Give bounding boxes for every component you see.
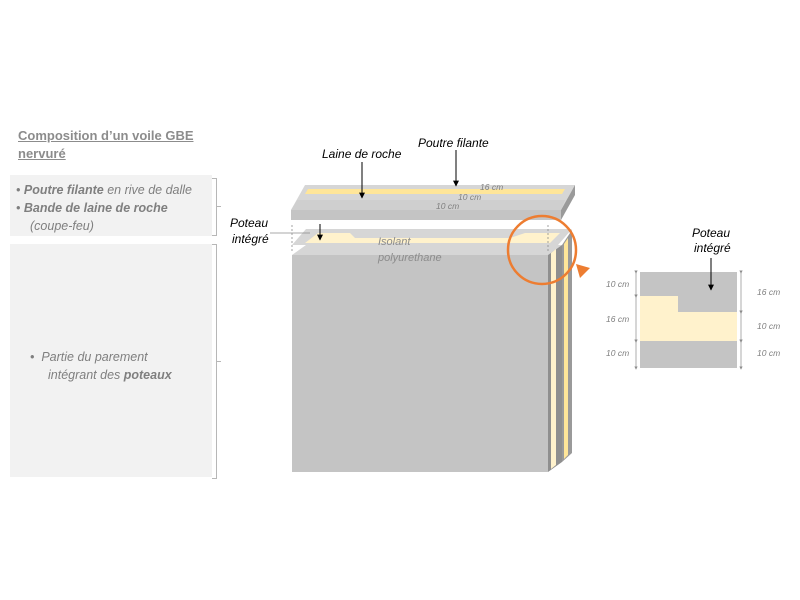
- beam-layer: [291, 185, 575, 220]
- detail-label-1: Poteau: [692, 226, 731, 240]
- dim-left-16: 16 cm: [606, 314, 630, 324]
- slab-layer: [292, 229, 572, 245]
- wall-block: [292, 230, 572, 472]
- brace-bottom-tip: [216, 361, 221, 362]
- dim-right-10-bottom: 10 cm: [757, 348, 781, 358]
- orange-arrow-icon: [576, 264, 590, 278]
- label-isolant-2: polyurethane: [378, 252, 442, 264]
- list-item-text: Partie du parement: [41, 350, 148, 364]
- dim-top-16: 16 cm: [480, 182, 504, 192]
- list-item: • Bande de laine de roche: [16, 201, 168, 215]
- panel-bottom: [10, 244, 212, 477]
- brace-top: [212, 178, 217, 236]
- list-item-text: en rive de dalle: [103, 183, 192, 197]
- label-poteau-1: Poteau: [230, 216, 269, 230]
- label-poutre: Poutre filante: [418, 136, 489, 150]
- list-item: • Partie du parement: [30, 350, 148, 364]
- list-item-bold: poteaux: [123, 368, 172, 382]
- detail-section: [634, 258, 743, 370]
- page-title: Composition d’un voile GBE nervuré: [18, 128, 194, 161]
- label-laine: Laine de roche: [322, 147, 402, 161]
- dim-top-10b: 10 cm: [436, 201, 460, 211]
- detail-label-2: intégré: [694, 241, 731, 255]
- list-item: intégrant des poteaux: [48, 366, 218, 384]
- dim-right-16: 16 cm: [757, 287, 781, 297]
- list-item: • Poutre filante en rive de dalle: [16, 183, 192, 197]
- dim-left-10-bottom: 10 cm: [606, 348, 630, 358]
- list-item-text: (coupe-feu): [30, 219, 94, 233]
- dim-top-10a: 10 cm: [458, 192, 482, 202]
- list-item-bold: Poutre filante: [23, 183, 104, 197]
- list-item-bold: Bande de laine de roche: [23, 201, 168, 215]
- label-poteau-2: intégré: [232, 232, 269, 246]
- brace-top-tip: [216, 206, 221, 207]
- list-item-text: intégrant des: [48, 368, 124, 382]
- label-isolant-1: Isolant: [378, 236, 411, 248]
- circle-highlight: [506, 214, 578, 286]
- dim-left-10-top: 10 cm: [606, 279, 630, 289]
- dim-right-10-mid: 10 cm: [757, 321, 781, 331]
- panel-top: [10, 175, 212, 236]
